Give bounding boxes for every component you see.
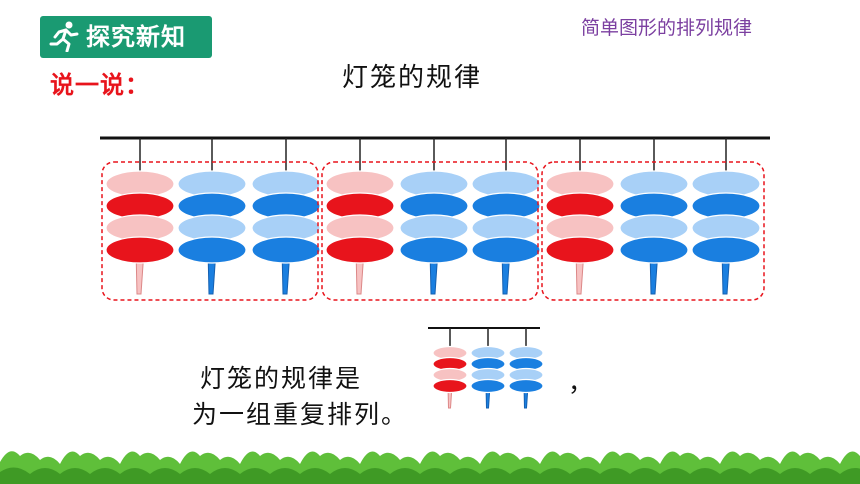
lantern-segment (177, 236, 247, 264)
badge-title: 探究新知 (86, 23, 186, 51)
lantern-segment (325, 236, 395, 264)
section-label: 说一说： (50, 71, 150, 99)
lantern-segment (251, 236, 321, 264)
pattern-group-box (101, 161, 319, 301)
lantern-segment (432, 378, 468, 394)
rule-comma: ， (568, 368, 594, 397)
page-title: 灯笼的规律 (342, 63, 483, 93)
lantern-segment (545, 236, 615, 264)
lantern-segment (619, 236, 689, 264)
lantern-segment (105, 236, 175, 264)
pattern-group-box (321, 161, 539, 301)
pattern-group-box (541, 161, 765, 301)
lantern-segment (508, 378, 544, 394)
grass-shade (0, 467, 860, 484)
lantern-segment (399, 236, 469, 264)
rule-text-line2: 为一组重复排列。 (192, 400, 409, 429)
rule-text-line1: 灯笼的规律是 (200, 364, 363, 393)
lesson-title: 简单图形的排列规律 (580, 17, 752, 39)
lantern-segment (470, 378, 506, 394)
lantern-segment (691, 236, 761, 264)
runner-icon (49, 21, 79, 52)
lantern-segment (471, 236, 541, 264)
